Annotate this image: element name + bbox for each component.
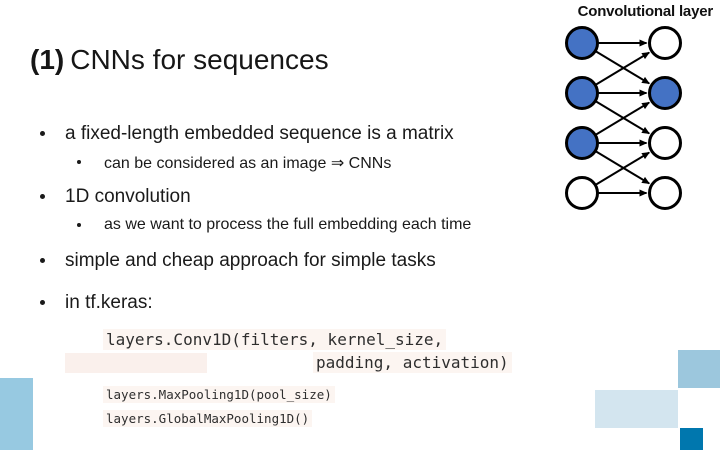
diagram-node bbox=[648, 76, 682, 110]
code-text: layers.MaxPooling1D(pool_size) bbox=[103, 386, 335, 403]
conv-diagram-svg bbox=[565, 26, 682, 210]
diagram-node bbox=[565, 176, 599, 210]
code-line: layers.GlobalMaxPooling1D() bbox=[103, 410, 313, 427]
diagram-nodes bbox=[565, 26, 682, 210]
title-number: (1) bbox=[30, 44, 65, 75]
bullet-text: in tf.keras: bbox=[65, 292, 153, 313]
diagram-node bbox=[648, 26, 682, 60]
diagram-edge bbox=[594, 151, 651, 186]
bullet-text: simple and cheap approach for simple tas… bbox=[65, 250, 436, 271]
corner-label: Convolutional layer bbox=[577, 3, 714, 20]
diagram-edge bbox=[594, 50, 651, 85]
decorative-square-right-medium bbox=[678, 350, 720, 388]
bullet-item: 1D convolution bbox=[40, 186, 191, 208]
bullet-text: as we want to process the full embedding… bbox=[104, 216, 472, 233]
diagram-node bbox=[565, 76, 599, 110]
code-line: layers.MaxPooling1D(pool_size) bbox=[103, 386, 335, 403]
sub-bullet-item: as we want to process the full embedding… bbox=[77, 216, 471, 234]
decorative-rect-right-pale bbox=[595, 390, 678, 428]
diagram-edges bbox=[594, 39, 651, 197]
page-title: (1)CNNs for sequences bbox=[30, 44, 329, 76]
diagram-edge bbox=[594, 150, 651, 185]
decorative-square-right-dark bbox=[680, 428, 703, 450]
bullet-text: a fixed-length embedded sequence is a ma… bbox=[65, 123, 454, 144]
diagram-node bbox=[648, 176, 682, 210]
bullet-text: can be considered as an image ⇒ CNNs bbox=[104, 155, 392, 172]
code-line: padding, activation) bbox=[313, 352, 512, 373]
bullet-item: simple and cheap approach for simple tas… bbox=[40, 250, 436, 272]
bullet-text: 1D convolution bbox=[65, 186, 191, 207]
bullet-item: a fixed-length embedded sequence is a ma… bbox=[40, 123, 454, 145]
bullet-icon bbox=[77, 223, 81, 227]
diagram-edge bbox=[594, 101, 651, 136]
diagram-node bbox=[565, 26, 599, 60]
code-line: layers.Conv1D(filters, kernel_size, bbox=[103, 329, 447, 350]
diagram-node bbox=[648, 126, 682, 160]
diagram-edge bbox=[594, 51, 651, 86]
sub-bullet-item: can be considered as an image ⇒ CNNs bbox=[77, 153, 391, 173]
diagram-node bbox=[565, 126, 599, 160]
bullet-icon bbox=[40, 131, 45, 136]
bullet-icon bbox=[40, 194, 45, 199]
bullet-icon bbox=[77, 160, 81, 164]
bullet-item: in tf.keras: bbox=[40, 292, 153, 314]
code-text: layers.GlobalMaxPooling1D() bbox=[103, 410, 313, 427]
bullet-icon bbox=[40, 300, 45, 305]
code-text: padding, activation) bbox=[313, 352, 512, 373]
bullet-icon bbox=[40, 258, 45, 263]
decorative-square-bottom-left bbox=[0, 378, 33, 450]
code-text: layers.Conv1D(filters, kernel_size, bbox=[103, 329, 447, 350]
code-redacted-highlight bbox=[65, 353, 207, 373]
diagram-edge bbox=[594, 100, 651, 135]
title-text: CNNs for sequences bbox=[70, 44, 329, 75]
